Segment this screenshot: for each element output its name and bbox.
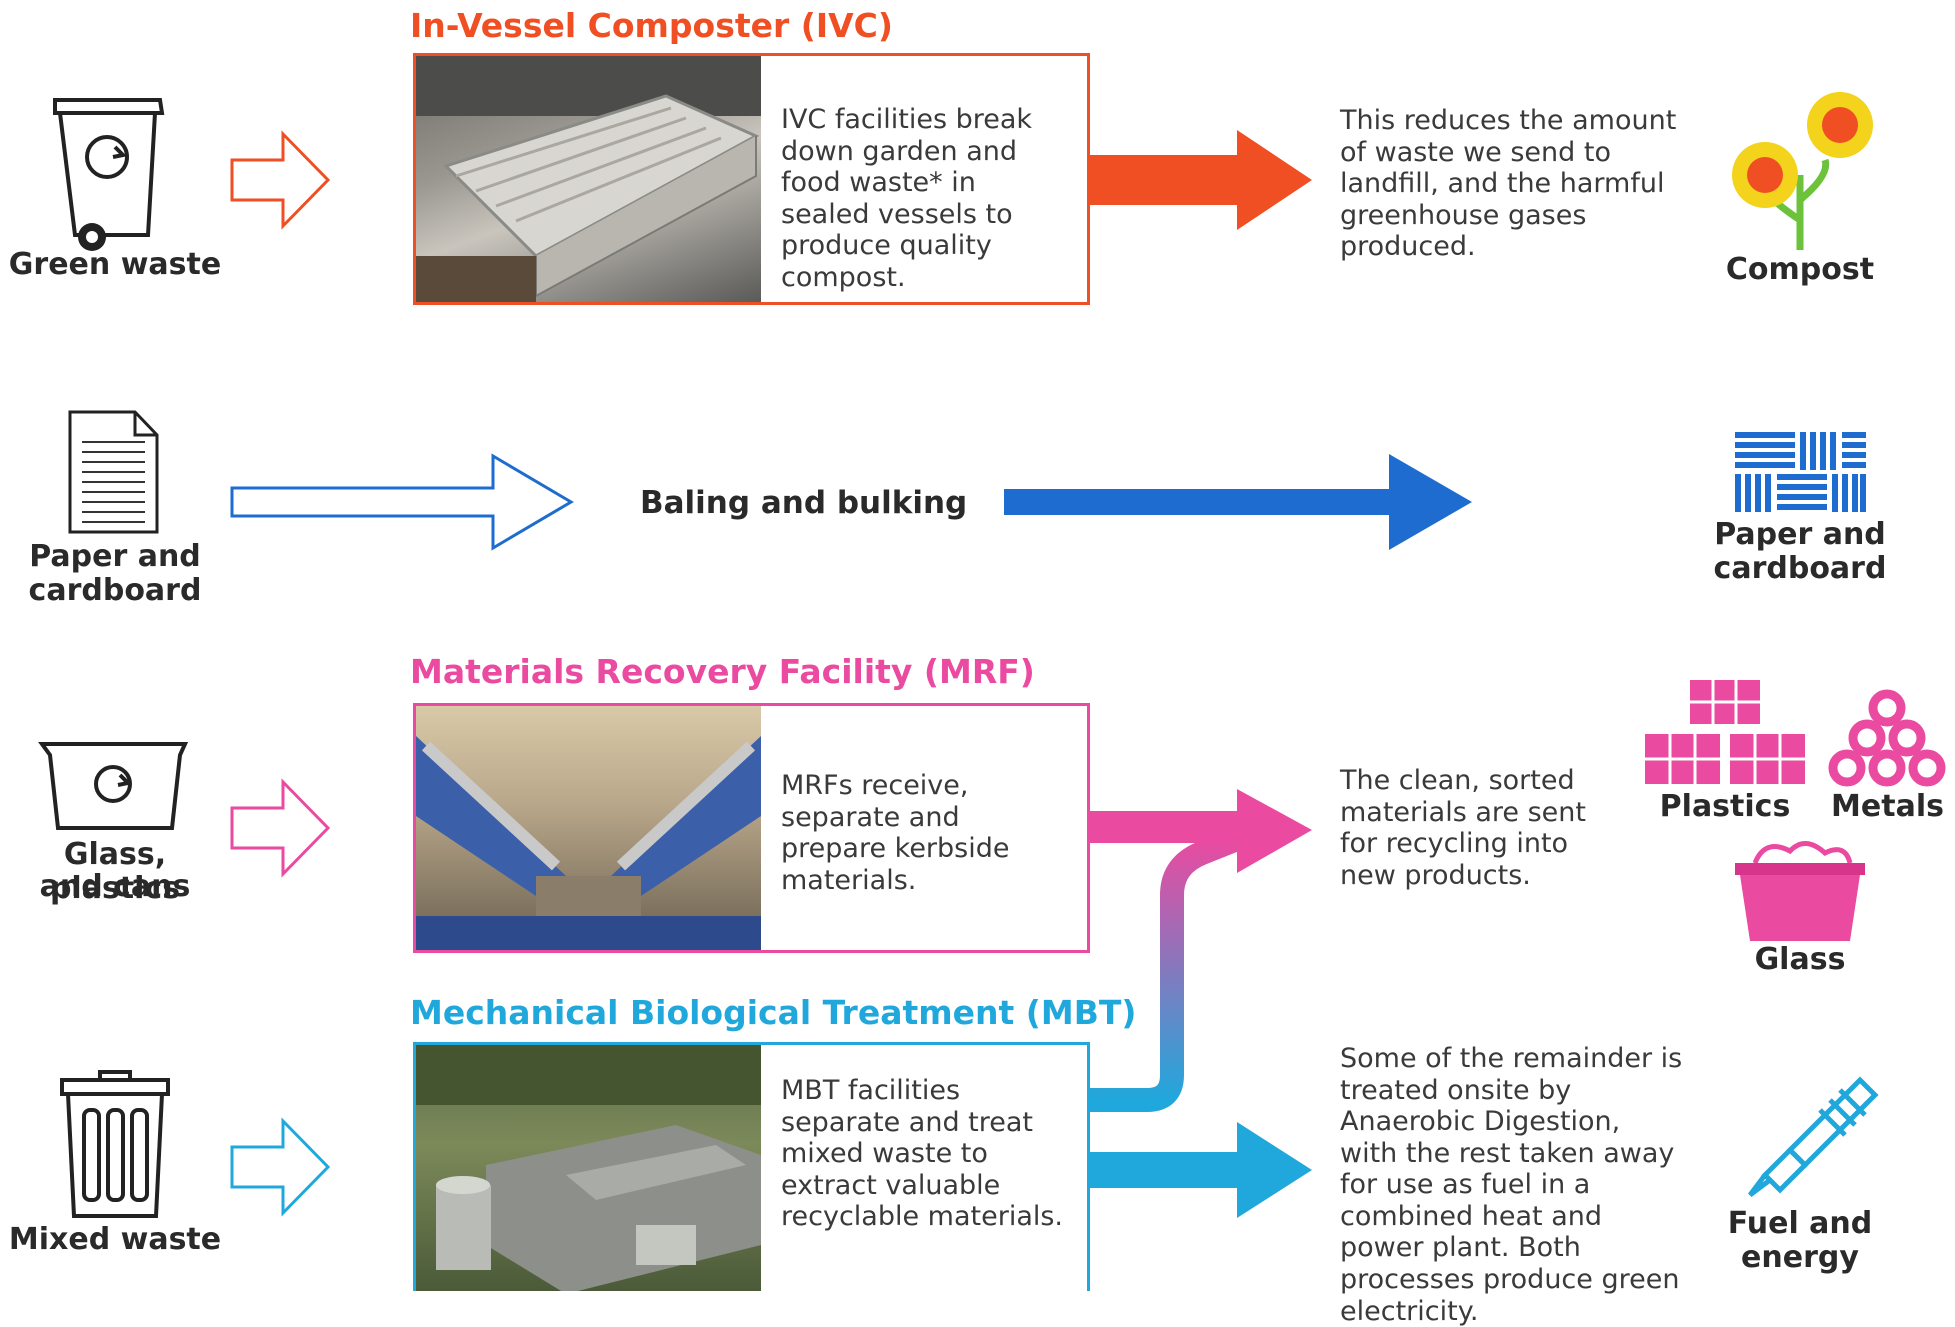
fuel-label-2: energy: [1741, 1240, 1859, 1275]
glass-input-label-1: Glass, plastics: [49, 837, 181, 906]
paper-input-label-1: Paper and: [29, 539, 201, 574]
plastics-output: Plastics: [1635, 678, 1815, 823]
mrf-photo: [416, 706, 761, 950]
mbt-description: MBT facilities separate and treat mixed …: [781, 1075, 1064, 1233]
mbt-photo: [416, 1045, 761, 1291]
ivc-heading: In-Vessel Composter (IVC): [410, 6, 893, 45]
compost-label: Compost: [1725, 252, 1875, 287]
paper-process-label: Baling and bulking: [640, 485, 968, 521]
glass-input-label-2: and cans: [39, 869, 191, 904]
paper-input-label-2: cardboard: [28, 573, 202, 608]
glass-label: Glass: [1754, 942, 1846, 977]
compost-output: Compost: [1700, 80, 1900, 295]
mbt-input-arrow: [230, 1117, 331, 1217]
metals-label: Metals: [1831, 789, 1944, 824]
dustbin-icon: [60, 1070, 170, 1218]
sunflower-icon: [1732, 92, 1873, 250]
mrf-input-arrow: [230, 778, 331, 878]
ivc-box: IVC facilities break down garden and foo…: [413, 53, 1090, 305]
paper-input: Paper and cardboard: [0, 410, 230, 610]
plastic-bricks-icon: [1645, 680, 1805, 784]
fuel-output: Fuel and energy: [1710, 1070, 1890, 1285]
ivc-input-arrow: [230, 130, 331, 230]
metal-rings-icon: [1828, 689, 1946, 787]
ivc-result: This reduces the amount of waste we send…: [1340, 105, 1677, 263]
plastics-label: Plastics: [1659, 789, 1791, 824]
mbt-result: Some of the remainder is treated onsite …: [1340, 1043, 1683, 1327]
ivc-description: IVC facilities break down garden and foo…: [781, 104, 1033, 293]
ivc-photo: [416, 56, 761, 302]
ivc-output-arrow: [1087, 130, 1312, 230]
mbt-output-arrow: [1087, 1122, 1312, 1218]
merge-connector: [1087, 789, 1312, 1112]
metals-output: Metals: [1820, 688, 1955, 823]
mixed-waste-input: Mixed waste: [0, 1070, 230, 1270]
mrf-box: MRFs receive, separate and prepare kerbs…: [413, 703, 1090, 953]
glass-tub-icon: [1735, 841, 1865, 941]
mrf-description: MRFs receive, separate and prepare kerbs…: [781, 770, 1010, 896]
mrf-heading: Materials Recovery Facility (MRF): [410, 652, 1035, 691]
paper-bale-icon: [1735, 432, 1866, 512]
green-waste-input: Green waste: [0, 85, 230, 285]
paper-document-icon: [68, 410, 159, 534]
paper-output-label-2: cardboard: [1713, 551, 1887, 586]
mixed-waste-label: Mixed waste: [8, 1222, 222, 1257]
paper-output: Paper and cardboard: [1700, 430, 1900, 590]
paper-output-arrow: [1004, 454, 1472, 550]
green-waste-label: Green waste: [8, 247, 222, 282]
paper-output-label-1: Paper and: [1714, 517, 1886, 552]
light-bulb-icon: [1748, 1076, 1879, 1197]
recycle-box-icon: [38, 742, 189, 830]
fuel-label-1: Fuel and: [1727, 1206, 1873, 1241]
glass-output: Glass: [1720, 833, 1880, 978]
mrf-result: The clean, sorted materials are sent for…: [1340, 765, 1586, 891]
glass-plastics-input: Glass, plastics and cans: [0, 740, 230, 910]
mbt-heading: Mechanical Biological Treatment (MBT): [410, 993, 1137, 1032]
paper-input-arrow: [230, 453, 574, 551]
wheelie-bin-icon: [53, 98, 165, 251]
mbt-box: MBT facilities separate and treat mixed …: [413, 1042, 1090, 1291]
